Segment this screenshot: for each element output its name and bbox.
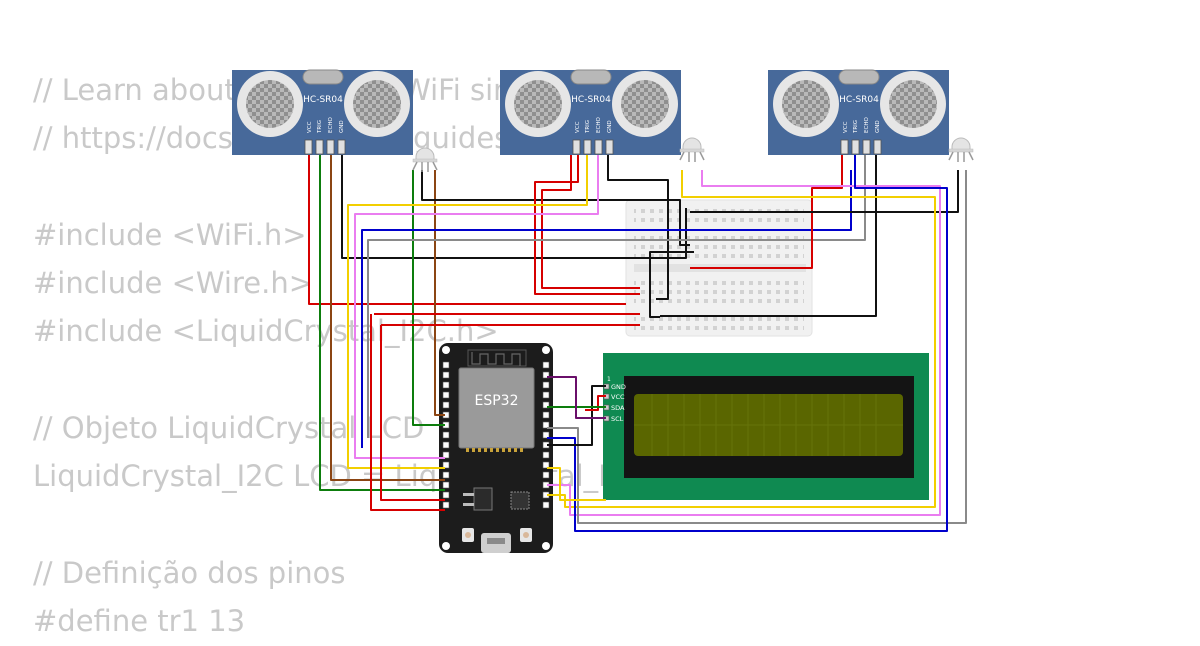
- wire-red: [534, 150, 640, 295]
- ultrasonic-transducer-icon: [880, 71, 946, 137]
- code-line: #include <LiquidCrystal_I2C.h>: [33, 314, 499, 349]
- rgb-led-3[interactable]: [948, 137, 974, 162]
- wires: [308, 150, 967, 532]
- ultrasonic-sensor-2[interactable]: HC-SR04 VCC TRIG ECHO GND: [500, 69, 681, 155]
- code-line: // Objeto LiquidCrystal LCD: [33, 411, 425, 446]
- ultrasonic-sensor-3[interactable]: HC-SR04 VCC TRIG ECHO GND: [768, 69, 949, 155]
- rgb-led-1[interactable]: [412, 147, 438, 172]
- wire-green: [319, 150, 445, 491]
- wire-black: [421, 170, 690, 246]
- wire-red: [541, 150, 640, 289]
- rgb-led-2[interactable]: [679, 137, 705, 162]
- wire-red: [308, 150, 626, 305]
- sensor-model-label: HC-SR04: [303, 95, 343, 105]
- lcd-pin-vcc: VCC: [611, 393, 625, 401]
- rgb-led-icon: [948, 137, 974, 162]
- wire-blue: [361, 170, 852, 448]
- lcd-display[interactable]: 1 GND VCC SDA SCL: [603, 353, 929, 500]
- ultrasonic-transducer-icon: [773, 71, 839, 137]
- wire-black: [660, 150, 877, 317]
- wire-black: [690, 170, 959, 213]
- breadboard[interactable]: [625, 199, 813, 337]
- wire-blue: [547, 150, 948, 532]
- wire-gray: [547, 170, 967, 524]
- wire-black: [649, 251, 694, 318]
- wire-yellow: [547, 170, 936, 508]
- wire-red: [380, 325, 445, 501]
- ultrasonic-transducer-icon: [237, 71, 303, 137]
- wire-brown: [434, 170, 445, 416]
- wire-green: [412, 170, 445, 426]
- sensor-model-label: HC-SR04: [839, 95, 879, 105]
- sensor-pin-gnd: GND: [607, 120, 613, 133]
- rgb-led-icon: [412, 147, 438, 172]
- wire-black: [341, 150, 687, 259]
- wire-black: [607, 150, 669, 300]
- sensor-pin-trig: TRIG: [317, 120, 323, 134]
- esp32-label: ESP32: [475, 393, 519, 409]
- rgb-led-icon: [679, 137, 705, 162]
- lcd-pin-gnd: GND: [611, 383, 626, 391]
- sensor-pin-gnd: GND: [875, 120, 881, 133]
- sensor-pin-echo: ECHO: [596, 117, 602, 133]
- sensor-pin-vcc: VCC: [575, 121, 581, 133]
- wire-brown: [330, 150, 445, 481]
- wire-red: [370, 314, 445, 511]
- wire-black: [547, 385, 606, 446]
- wire-red: [690, 150, 843, 269]
- wire-gray: [367, 150, 866, 438]
- sensor-pin-trig: TRIG: [585, 120, 591, 134]
- lcd-pin-sda: SDA: [611, 404, 625, 412]
- sensor-pin-trig: TRIG: [853, 120, 859, 134]
- sensor-pin-gnd: GND: [339, 120, 345, 133]
- sensor-model-label: HC-SR04: [571, 95, 611, 105]
- ultrasonic-transducer-icon: [612, 71, 678, 137]
- code-line: #include <WiFi.h>: [33, 217, 307, 252]
- code-line: // Definição dos pinos: [33, 555, 346, 590]
- lcd-pin-scl: SCL: [611, 415, 624, 423]
- lcd-pin1-marker: 1: [607, 376, 611, 383]
- sensor-pin-echo: ECHO: [864, 117, 870, 133]
- code-line: #include <Wire.h>: [33, 266, 314, 301]
- ultrasonic-sensor-1[interactable]: HC-SR04 VCC TRIG ECHO GND: [232, 69, 413, 155]
- wire-yellow: [547, 467, 606, 501]
- circuit-diagram: 1 GND VCC SDA SCL ESP32: [232, 69, 974, 553]
- wire-red: [585, 395, 606, 411]
- ultrasonic-transducer-icon: [344, 71, 410, 137]
- sensor-pin-echo: ECHO: [328, 117, 334, 133]
- wire-purple: [547, 376, 606, 419]
- esp32-board[interactable]: ESP32: [439, 343, 553, 553]
- sensor-pin-vcc: VCC: [843, 121, 849, 133]
- sensor-pin-vcc: VCC: [307, 121, 313, 133]
- wire-violet: [354, 150, 599, 459]
- wire-violet: [547, 170, 941, 516]
- ultrasonic-transducer-icon: [505, 71, 571, 137]
